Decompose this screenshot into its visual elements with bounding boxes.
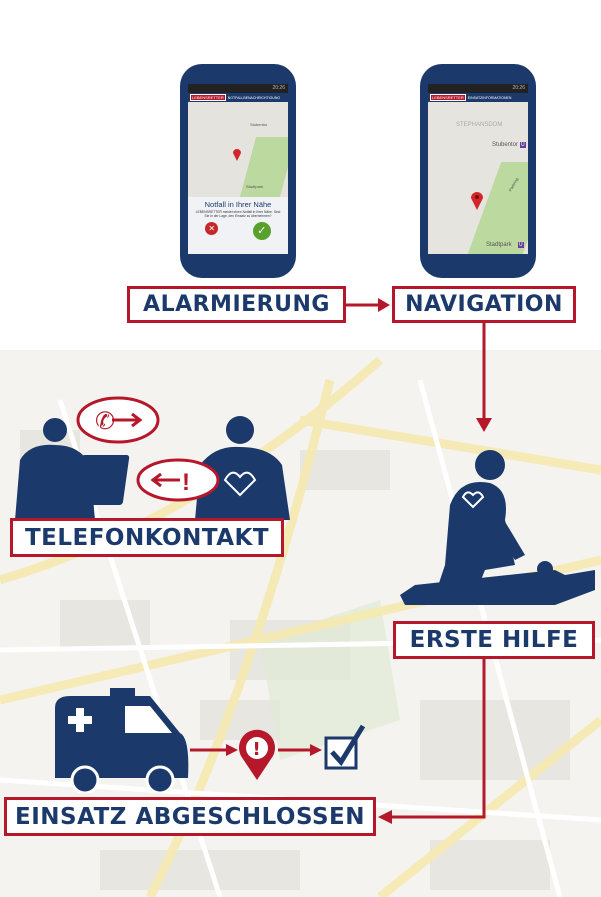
app-logo: LEBENSRETTER	[190, 94, 226, 101]
first-aid-illustration	[400, 450, 595, 605]
step-complete-label: EINSATZ ABGESCHLOSSEN	[4, 797, 376, 836]
phone-outgoing-icon: ✆	[76, 396, 160, 444]
alert-title: Notfall in Ihrer Nähe	[204, 200, 272, 209]
map-pin-icon	[471, 192, 483, 210]
telephone-contact-illustration: ✆ !	[15, 396, 290, 520]
app-header: EINSATZINFORMATIONEN	[467, 95, 512, 100]
map-label: Stadtpark	[246, 184, 264, 189]
step-telephone-label: TELEFONKONTAKT	[10, 518, 284, 557]
alert-message: LEBENSRETTER meldet einen Notfall in Ihr…	[195, 210, 281, 218]
map-pin-icon	[233, 149, 241, 161]
map-label: Stubentor	[492, 142, 519, 148]
accept-button[interactable]: ✓	[252, 222, 271, 240]
checkbox-icon	[324, 724, 366, 770]
heart-icon	[223, 471, 257, 497]
decline-button[interactable]: ✕	[205, 222, 219, 235]
map-label: Stubentor	[250, 122, 268, 127]
step-first-aid-label: ERSTE HILFE	[393, 621, 595, 659]
heart-icon	[461, 491, 485, 509]
metro-icon: U	[520, 142, 526, 148]
svg-text:✆: ✆	[95, 408, 115, 435]
svg-text:!: !	[182, 469, 190, 496]
alert-pin-icon: !	[239, 729, 275, 780]
app-logo: LEBENSRETTER	[430, 94, 466, 101]
step-alarm-label: ALARMIERUNG	[127, 286, 346, 323]
svg-text:!: !	[253, 739, 261, 760]
ambulance-icon	[55, 688, 189, 793]
step-navigation-label: NAVIGATION	[392, 286, 576, 323]
metro-icon: U	[518, 242, 524, 248]
status-bar: 20:26	[188, 84, 288, 93]
map-label: Stadtpark	[486, 242, 512, 248]
status-bar: 20:26	[428, 84, 528, 93]
map-landmark: STEPHANSDOM	[456, 122, 503, 128]
app-header: NOTFALLBENACHRICHTIGUNG	[227, 95, 281, 100]
incoming-alert-icon: !	[136, 458, 220, 502]
